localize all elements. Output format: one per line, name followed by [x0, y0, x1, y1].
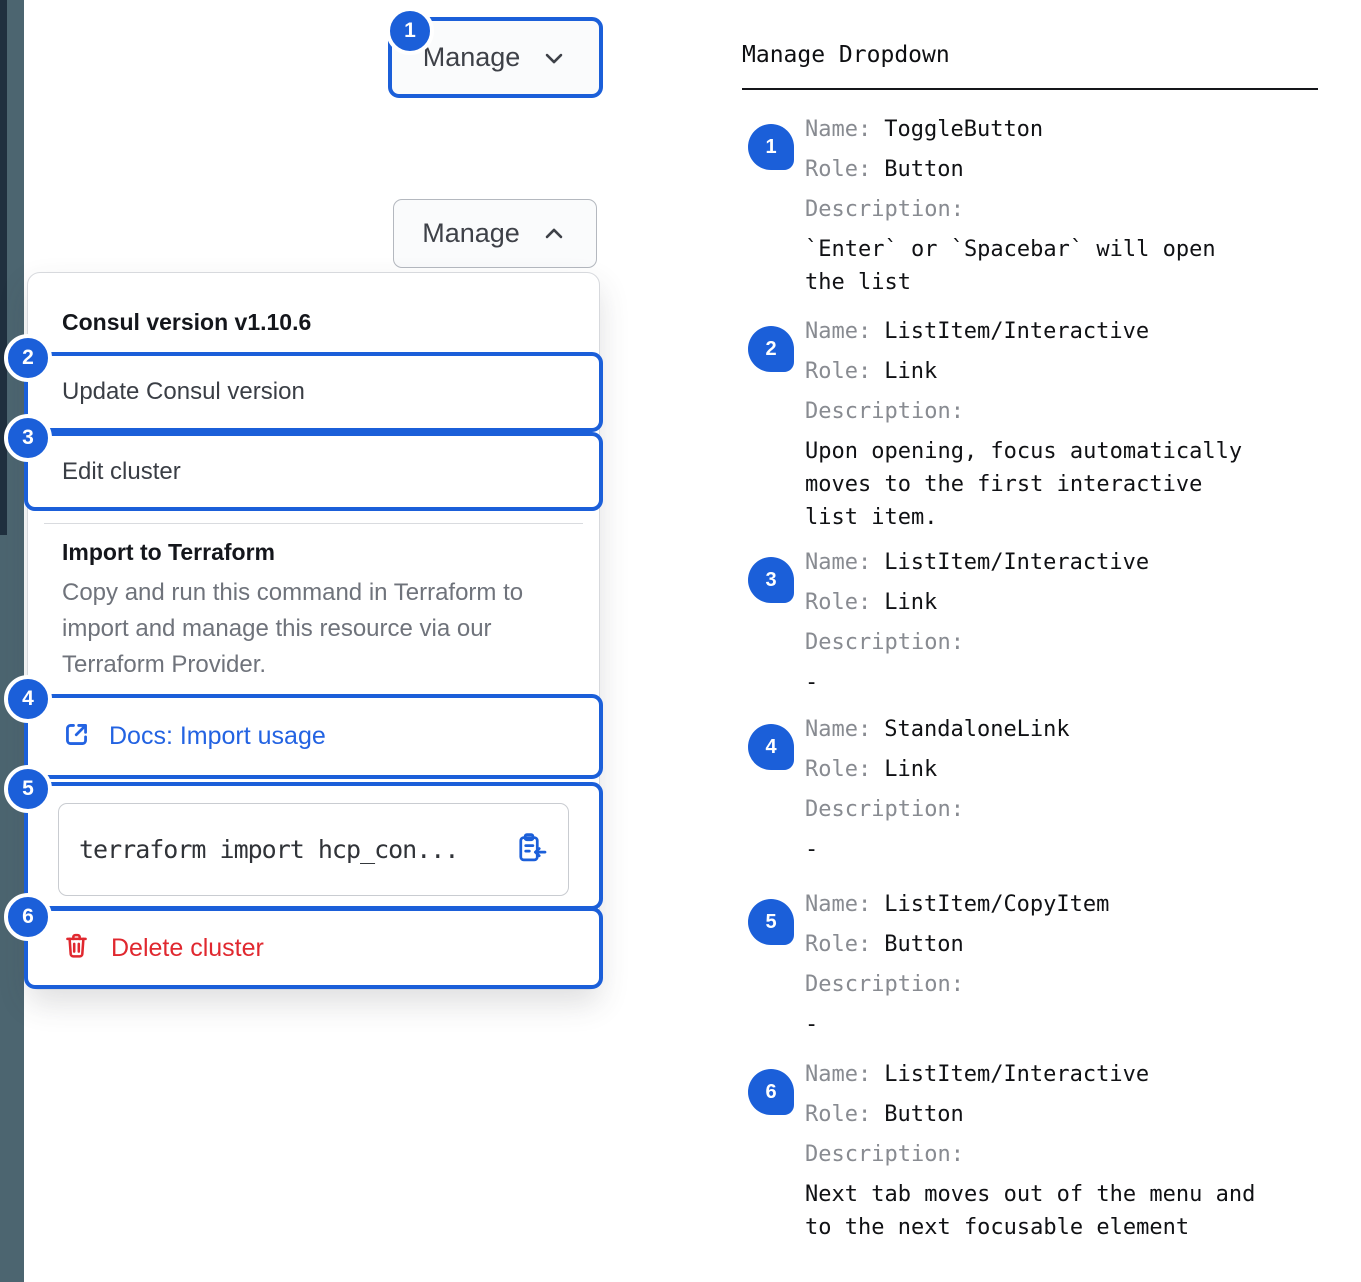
entry-name-row: Name:StandaloneLink [805, 717, 1070, 742]
annotation-title: Manage Dropdown [742, 42, 950, 68]
manage-button-label: Manage [422, 42, 521, 72]
entry-role-row: Role:Button [805, 1102, 964, 1127]
entry-role-row: Role:Link [805, 359, 938, 384]
annotation-badge-5: 5 [4, 765, 52, 813]
annotation-badge-3: 3 [4, 414, 52, 462]
external-link-icon [62, 720, 91, 754]
entry-role-row: Role:Button [805, 932, 964, 957]
entry-description-text: - [805, 1012, 819, 1037]
delete-cluster-label: Delete cluster [111, 933, 264, 962]
entry-description-label: Description: [805, 197, 964, 222]
annotation-entry-6: 6 Name:ListItem/Interactive Role:Button … [742, 1055, 1332, 1244]
clipboard-copy-icon[interactable] [515, 831, 548, 869]
menu-item-edit-cluster[interactable]: Edit cluster [24, 432, 603, 511]
entry-description-label: Description: [805, 797, 964, 822]
manage-dropdown-menu: Consul version v1.10.6 Update Consul ver… [24, 272, 603, 990]
menu-item-delete-cluster[interactable]: Delete cluster [24, 907, 603, 989]
annotation-entry-2: 2 Name:ListItem/Interactive Role:Link De… [742, 312, 1332, 534]
menu-item-label: Update Consul version [62, 378, 305, 405]
consul-version-label: Consul version v1.10.6 [62, 309, 312, 335]
manage-button-label: Manage [422, 218, 520, 248]
entry-description-label: Description: [805, 1142, 964, 1167]
trash-icon [62, 931, 91, 965]
annotation-badge-4: 4 [4, 675, 52, 723]
entry-role-row: Role:Link [805, 757, 938, 782]
entry-name-row: Name:ListItem/Interactive [805, 1062, 1150, 1087]
annotation-entry-3: 3 Name:ListItem/Interactive Role:Link De… [742, 543, 1332, 699]
entry-badge: 1 [748, 124, 794, 170]
annotation-entry-1: 1 Name:ToggleButton Role:Button Descript… [742, 110, 1332, 299]
copy-command-item[interactable]: terraform import hcp_con... [24, 782, 603, 910]
entry-description-text: Upon opening, focus automatically moves … [805, 439, 1243, 530]
entry-name-row: Name:ListItem/Interactive [805, 550, 1150, 575]
entry-badge: 5 [748, 899, 794, 945]
docs-link-label: Docs: Import usage [109, 722, 326, 750]
manage-toggle-button-open[interactable]: Manage [393, 199, 597, 268]
annotation-entry-5: 5 Name:ListItem/CopyItem Role:Button Des… [742, 885, 1332, 1041]
annotation-badge-1: 1 [386, 7, 434, 55]
menu-item-update-consul-version[interactable]: Update Consul version [24, 352, 603, 432]
annotation-badge-6: 6 [4, 893, 52, 941]
entry-badge: 6 [748, 1069, 794, 1115]
entry-description-text: - [805, 670, 819, 695]
import-terraform-description: Copy and run this command in Terraform t… [62, 579, 524, 678]
annotation-badge-2: 2 [4, 334, 52, 382]
entry-badge: 3 [748, 557, 794, 603]
docs-import-usage-link[interactable]: Docs: Import usage [24, 694, 603, 779]
menu-item-label: Edit cluster [62, 457, 181, 485]
terraform-command-box: terraform import hcp_con... [58, 803, 569, 896]
entry-description-label: Description: [805, 399, 964, 424]
import-terraform-title: Import to Terraform [62, 539, 275, 565]
entry-badge: 4 [748, 724, 794, 770]
entry-description-label: Description: [805, 630, 964, 655]
entry-role-row: Role:Button [805, 157, 964, 182]
sidebar-edge-dark [0, 0, 7, 535]
entry-name-row: Name:ListItem/CopyItem [805, 892, 1110, 917]
annotation-title-rule [742, 88, 1318, 90]
entry-description-text: Next tab moves out of the menu and to th… [805, 1182, 1256, 1240]
menu-divider [44, 523, 583, 524]
entry-description-label: Description: [805, 972, 964, 997]
entry-role-row: Role:Link [805, 590, 938, 615]
chevron-down-icon [540, 44, 568, 72]
terraform-command-text: terraform import hcp_con... [79, 835, 459, 864]
entry-description-text: `Enter` or `Spacebar` will open the list [805, 237, 1216, 295]
entry-description-text: - [805, 837, 819, 862]
chevron-up-icon [540, 220, 568, 248]
entry-name-row: Name:ListItem/Interactive [805, 319, 1150, 344]
entry-name-row: Name:ToggleButton [805, 117, 1044, 142]
annotation-entry-4: 4 Name:StandaloneLink Role:Link Descript… [742, 710, 1332, 866]
entry-badge: 2 [748, 326, 794, 372]
